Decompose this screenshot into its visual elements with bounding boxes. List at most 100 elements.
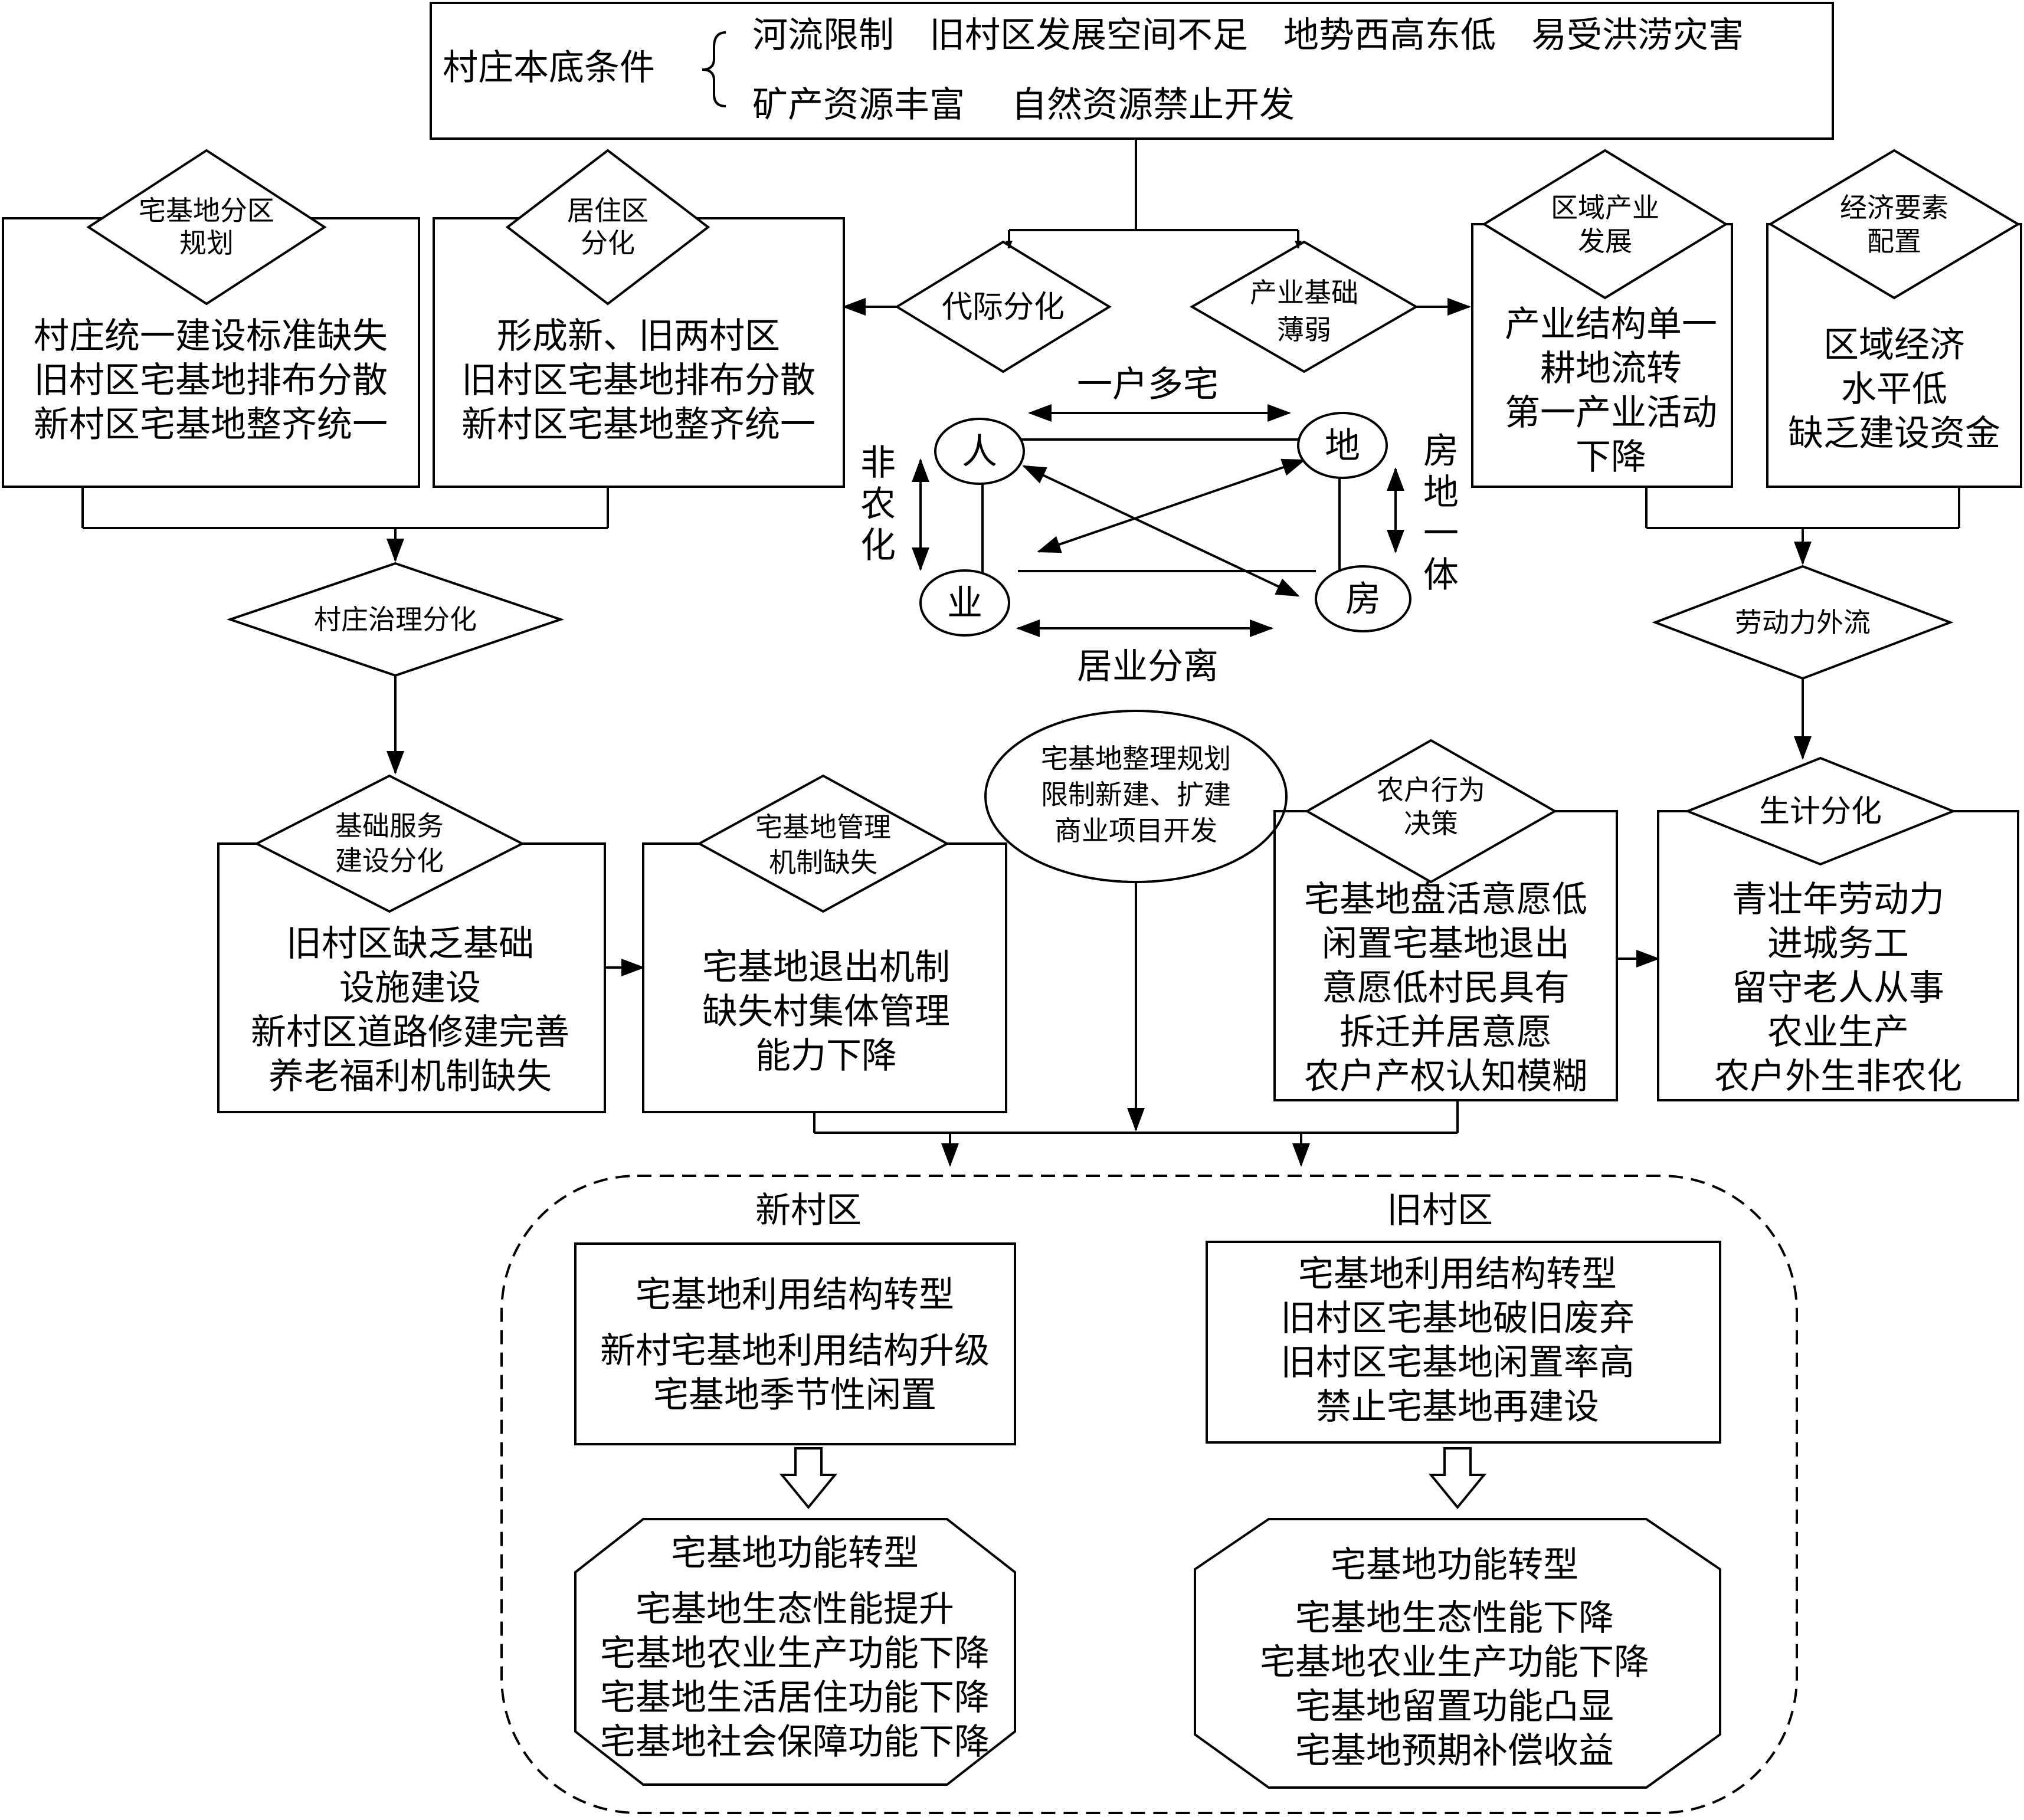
zoning-line-2: 旧村区宅基地排布分散 <box>34 360 388 401</box>
farmer-line-4: 拆迁并居意愿 <box>1339 1012 1552 1053</box>
zoning-diamond-label-1: 宅基地分区 <box>139 195 274 227</box>
old-structure-line-1: 宅基地利用结构转型 <box>1298 1254 1617 1295</box>
base-conditions-brace <box>702 31 726 107</box>
node-di <box>1297 412 1388 479</box>
intergenerational-label: 代际分化 <box>942 290 1065 325</box>
base-conditions-line-1: 河流限制 旧村区发展空间不足 地势西高东低 易受洪涝灾害 <box>752 15 1744 56</box>
livelihood-line-4: 农业生产 <box>1767 1012 1909 1053</box>
industry-diamond-label-2: 发展 <box>1578 225 1632 257</box>
economy-line-1: 区域经济 <box>1823 324 1965 366</box>
infra-line-1: 旧村区缺乏基础 <box>286 923 534 965</box>
farmer-line-5: 农户产权认知模糊 <box>1304 1056 1587 1097</box>
new-structure-line-3: 宅基地季节性闲置 <box>653 1375 936 1416</box>
base-conditions-box <box>430 2 1834 140</box>
mgmt-diamond-label-2: 机制缺失 <box>769 847 877 878</box>
residence-diamond <box>505 149 710 306</box>
livelihood-line-3: 留守老人从事 <box>1732 968 1944 1009</box>
new-structure-line-2: 新村宅基地利用结构升级 <box>600 1330 990 1372</box>
home-work-separation-label: 居业分离 <box>1077 646 1219 687</box>
node-fang <box>1315 565 1411 632</box>
farmer-diamond <box>1304 739 1558 884</box>
industry-line-1: 产业结构单一 <box>1505 304 1717 345</box>
mgmt-line-2: 缺失村集体管理 <box>702 991 950 1032</box>
infra-diamond-label-1: 基础服务 <box>335 810 444 842</box>
mgmt-line-3: 能力下降 <box>755 1035 897 1077</box>
livelihood-line-5: 农户外生非农化 <box>1714 1056 1962 1097</box>
base-conditions-label: 村庄本底条件 <box>443 47 655 88</box>
new-function-line-1: 宅基地生态性能提升 <box>636 1589 954 1630</box>
new-structure-line-1: 宅基地利用结构转型 <box>636 1274 954 1316</box>
house-land-label-1: 房 <box>1423 431 1459 472</box>
farmer-line-2: 闲置宅基地退出 <box>1322 923 1570 965</box>
economy-line-2: 水平低 <box>1841 369 1947 410</box>
weak-industry-label-1: 产业基础 <box>1250 277 1358 309</box>
old-function-line-1: 宅基地生态性能下降 <box>1295 1598 1614 1639</box>
old-transition-arrow <box>1428 1447 1487 1510</box>
old-function-octagon <box>1194 1518 1721 1789</box>
old-function-line-4: 宅基地预期补偿收益 <box>1295 1730 1614 1772</box>
old-function-title: 宅基地功能转型 <box>1331 1544 1578 1586</box>
mgmt-line-1: 宅基地退出机制 <box>702 947 950 988</box>
livelihood-line-1: 青壮年劳动力 <box>1732 879 1944 920</box>
zoning-diamond <box>86 149 327 306</box>
old-structure-line-2: 旧村区宅基地破旧废弃 <box>1280 1298 1635 1339</box>
non-agri-label-2: 农 <box>860 484 896 525</box>
new-function-title: 宅基地功能转型 <box>671 1533 919 1574</box>
old-structure-box <box>1206 1241 1721 1444</box>
planning-line-3: 商业项目开发 <box>1054 815 1217 847</box>
planning-line-2: 限制新建、扩建 <box>1041 779 1231 811</box>
old-village-title: 旧村区 <box>1387 1190 1493 1231</box>
non-agri-label-3: 化 <box>860 525 896 566</box>
infra-line-2: 设施建设 <box>339 968 481 1009</box>
farmer-diamond-label-1: 农户行为 <box>1377 774 1485 806</box>
infra-line-4: 养老福利机制缺失 <box>268 1056 552 1097</box>
residence-line-2: 旧村区宅基地排布分散 <box>461 360 816 401</box>
old-function-line-2: 宅基地农业生产功能下降 <box>1260 1642 1649 1683</box>
residence-line-3: 新村区宅基地整齐统一 <box>461 404 816 445</box>
infra-diamond-label-2: 建设分化 <box>335 845 444 877</box>
industry-diamond-label-1: 区域产业 <box>1551 192 1659 224</box>
node-ren-label: 人 <box>962 431 997 473</box>
intergenerational-diamond <box>895 240 1112 373</box>
new-function-line-4: 宅基地社会保障功能下降 <box>600 1721 990 1763</box>
mgmt-diamond-label-1: 宅基地管理 <box>755 811 891 843</box>
node-ye-label: 业 <box>947 583 982 624</box>
governance-label: 村庄治理分化 <box>314 604 477 635</box>
zoning-diamond-label-2: 规划 <box>179 227 234 259</box>
weak-industry-diamond <box>1190 240 1419 373</box>
old-structure-line-4: 禁止宅基地再建设 <box>1316 1386 1599 1428</box>
economy-diamond-label-1: 经济要素 <box>1840 192 1948 224</box>
zoning-line-3: 新村区宅基地整齐统一 <box>34 404 388 445</box>
new-transition-arrow <box>779 1447 838 1510</box>
farmer-line-3: 意愿低村民具有 <box>1322 968 1570 1009</box>
house-land-label-3: 一 <box>1423 513 1459 555</box>
node-ren <box>934 418 1025 485</box>
node-di-label: 地 <box>1325 425 1360 467</box>
farmer-line-1: 宅基地盘活意愿低 <box>1304 879 1587 920</box>
house-land-label-2: 地 <box>1423 472 1459 513</box>
planning-line-1: 宅基地整理规划 <box>1041 743 1231 775</box>
new-function-octagon <box>574 1518 1016 1786</box>
infra-line-3: 新村区道路修建完善 <box>251 1012 569 1053</box>
industry-diamond <box>1482 149 1728 300</box>
non-agri-label-1: 非 <box>860 442 896 484</box>
economy-diamond-label-2: 配置 <box>1867 225 1921 257</box>
node-ye <box>919 569 1010 637</box>
farmer-diamond-label-2: 决策 <box>1404 808 1458 840</box>
zoning-line-1: 村庄统一建设标准缺失 <box>34 316 388 357</box>
labor-outflow-label: 劳动力外流 <box>1735 606 1871 638</box>
villages-region <box>500 1175 1798 1814</box>
weak-industry-label-2: 薄弱 <box>1277 314 1331 346</box>
multi-house-label: 一户多宅 <box>1077 364 1219 405</box>
residence-diamond-label-1: 居住区 <box>567 195 649 227</box>
livelihood-line-2: 进城务工 <box>1767 923 1909 965</box>
industry-line-4: 下降 <box>1576 437 1646 478</box>
industry-line-2: 耕地流转 <box>1540 348 1682 389</box>
base-conditions-line-2: 矿产资源丰富 自然资源禁止开发 <box>752 84 1295 126</box>
old-function-line-3: 宅基地留置功能凸显 <box>1295 1686 1614 1727</box>
residence-diamond-label-2: 分化 <box>581 227 635 259</box>
new-function-line-3: 宅基地生活居住功能下降 <box>600 1677 990 1719</box>
industry-line-3: 第一产业活动 <box>1505 392 1717 434</box>
